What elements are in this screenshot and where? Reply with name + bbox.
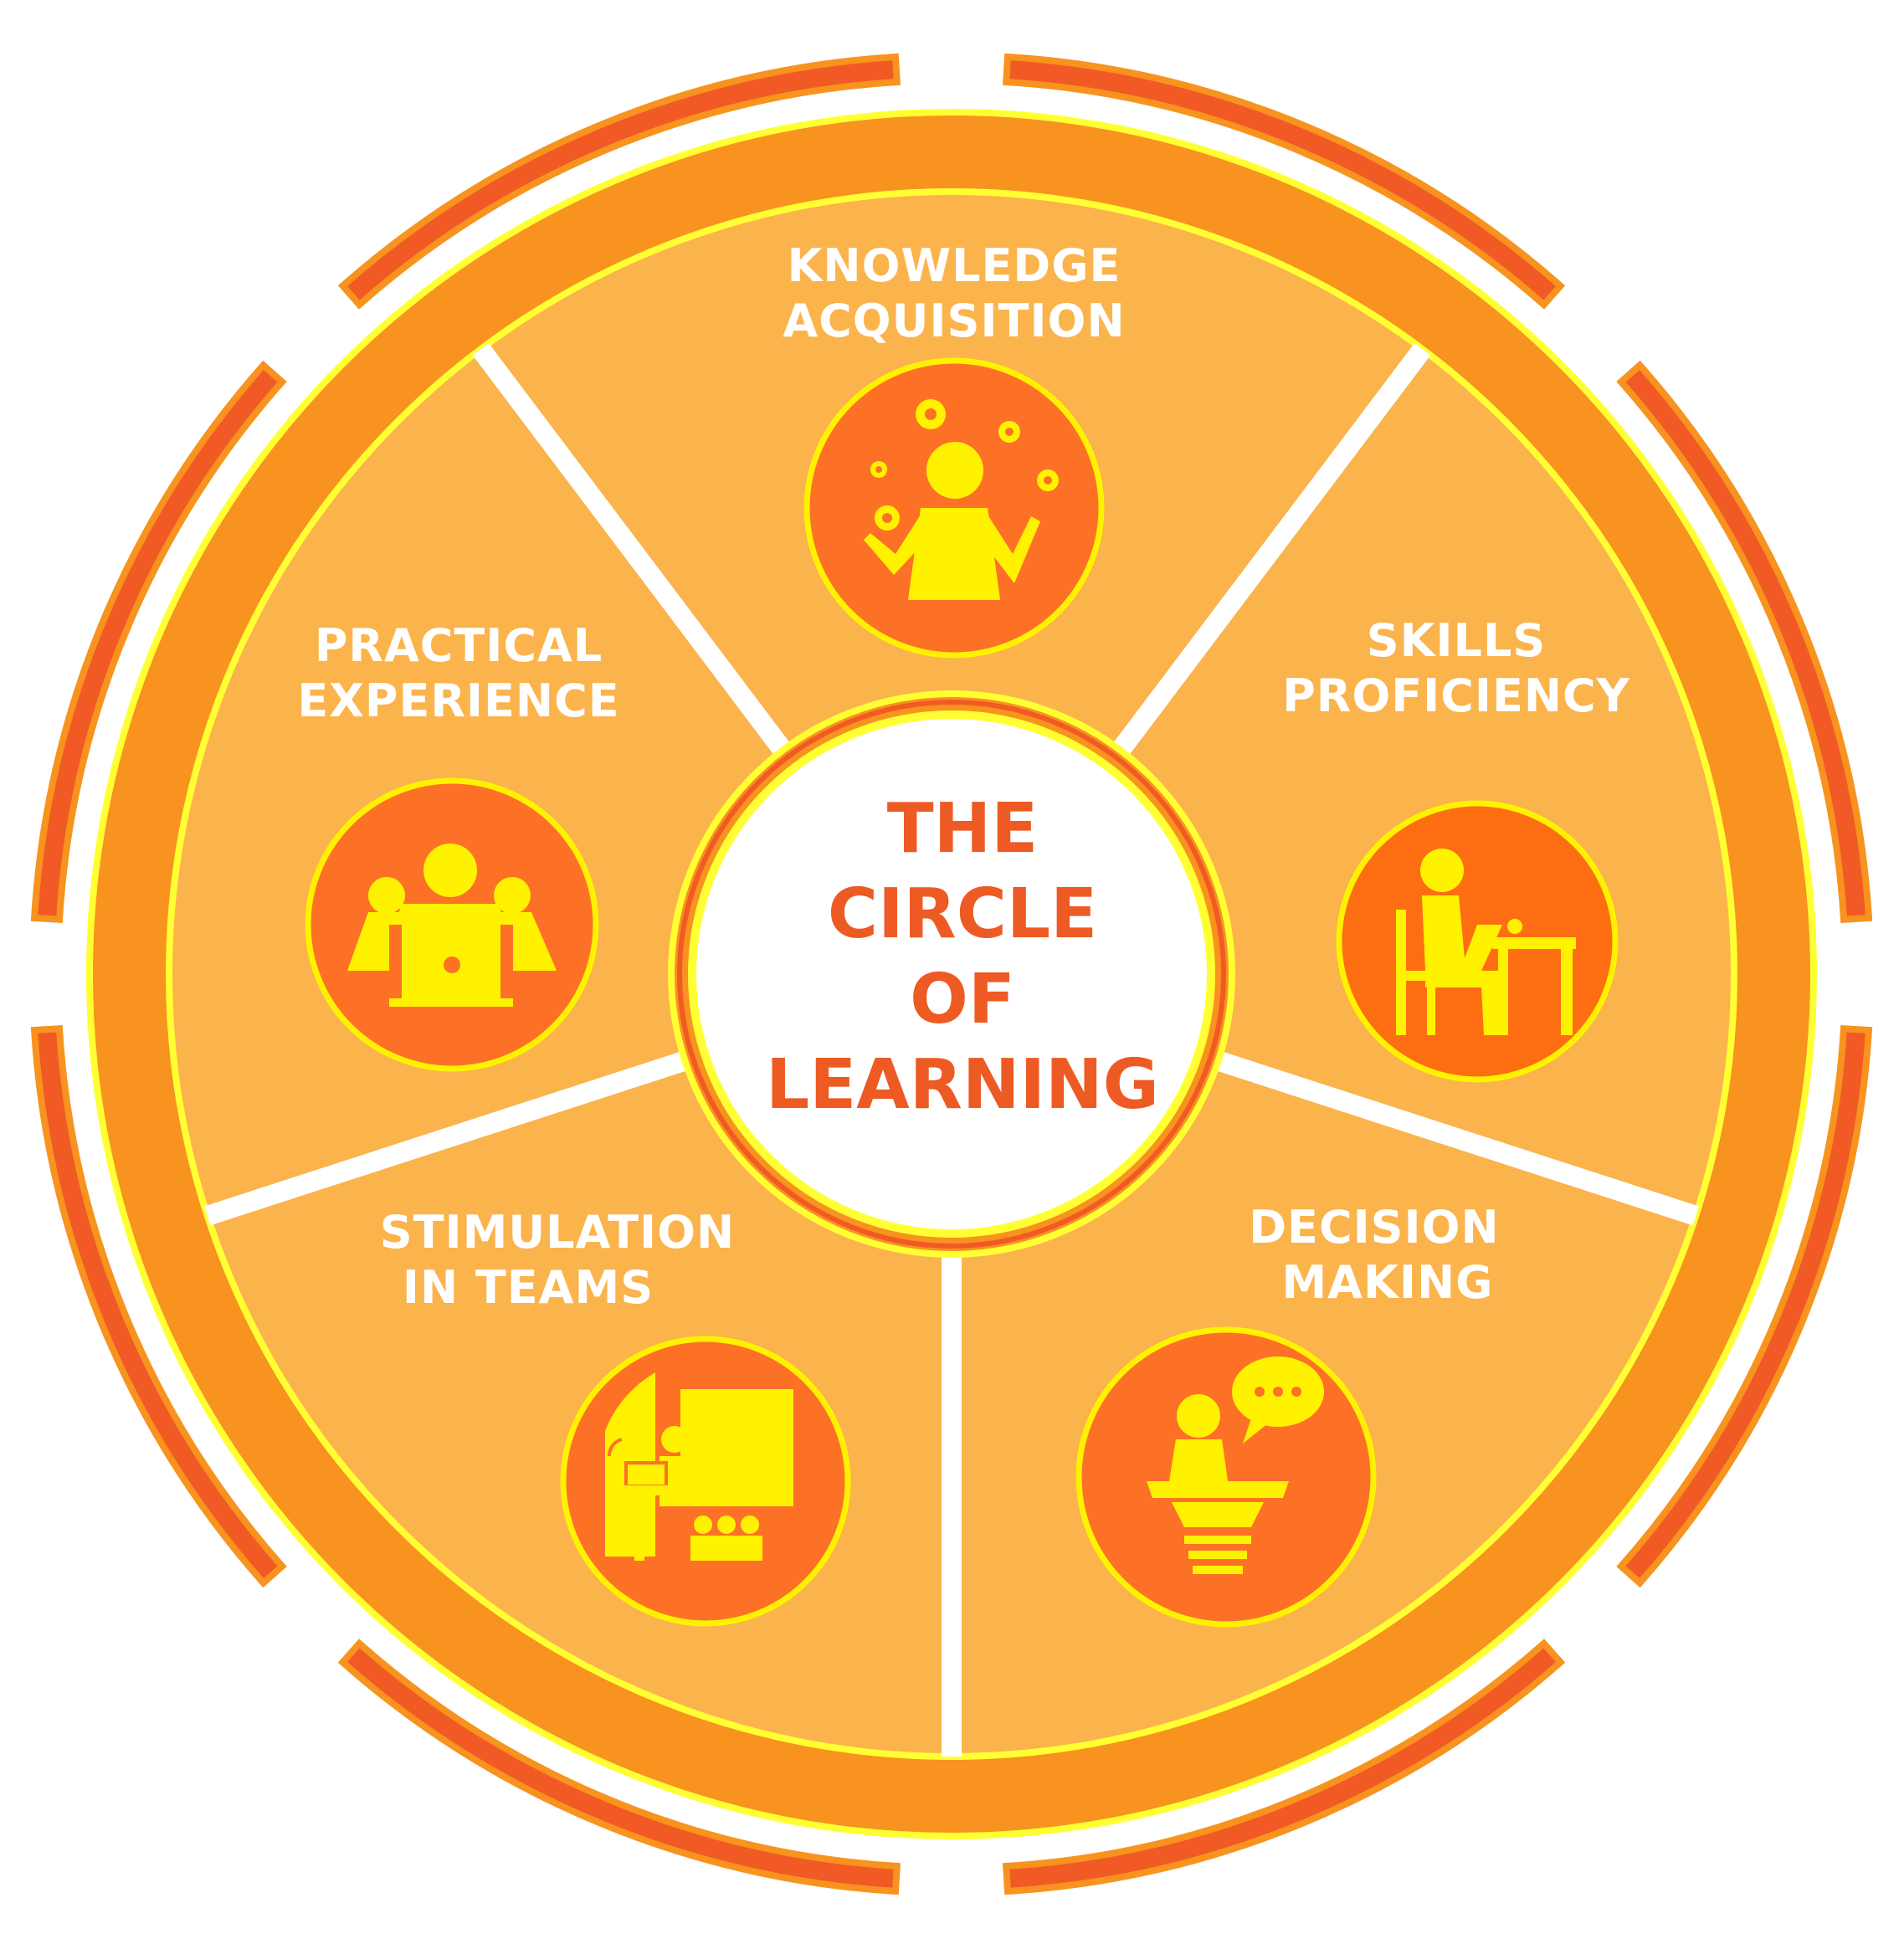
segment-divider [1094,343,1431,780]
segment-stimulation-in-teams: STIMULATION IN TEAMS [380,1206,851,1627]
segment-practical-experience: PRACTICAL EXPERIENCE [297,619,619,1072]
outer-arc-segment [337,1639,901,1895]
segment-divider [204,1042,716,1226]
segment-label-line-2: ACQUISITION [783,295,1125,347]
team-with-laptop-icon [305,777,599,1072]
segment-divider [472,343,809,780]
segment-skills-proficiency: SKILLS PROFICIENCY [1282,614,1630,1083]
outer-arc-segment [30,360,287,924]
segment-label-line-1: SKILLS [1367,614,1547,667]
center-title-line-1: THE [887,789,1039,869]
center-hub-inner-ring [677,700,1226,1249]
segment-knowledge-acquisition: KNOWLEDGE ACQUISITION [783,239,1125,659]
segment-decision-making: DECISION MAKING [1075,1201,1500,1628]
outer-arc-segment [1616,1024,1873,1588]
center-hub [688,710,1215,1238]
outer-arc-segment [1616,360,1873,924]
segment-label-line-1: STIMULATION [380,1206,735,1259]
outer-arc-segment [1002,53,1566,310]
segment-label-line-2: IN TEAMS [403,1261,654,1314]
center-title: THE CIRCLE OF LEARNING [766,789,1159,1125]
outer-arc-segment [1002,1639,1566,1895]
segment-label-line-1: PRACTICAL [315,619,603,672]
segment-label-line-1: DECISION [1249,1201,1500,1254]
juggling-gears-person-icon [803,357,1105,659]
center-title-line-3: OF [910,960,1015,1039]
segment-label-line-2: MAKING [1282,1256,1494,1309]
segment-divider [1187,1042,1699,1226]
outer-arc-ring [30,53,1873,1895]
center-title-line-2: CIRCLE [828,874,1097,954]
outer-arc-segment [337,53,901,310]
outer-arc-segment [30,1024,287,1588]
presenter-with-audience-icon [560,1336,851,1627]
segment-label-line-2: EXPERIENCE [297,674,619,727]
person-at-desk-icon [1336,800,1619,1083]
center-title-line-4: LEARNING [766,1045,1159,1125]
speaker-at-podium-icon [1075,1326,1377,1628]
segment-label-line-1: KNOWLEDGE [788,239,1121,292]
segment-label-line-2: PROFICIENCY [1282,669,1630,722]
segment-dividers [204,343,1699,1757]
